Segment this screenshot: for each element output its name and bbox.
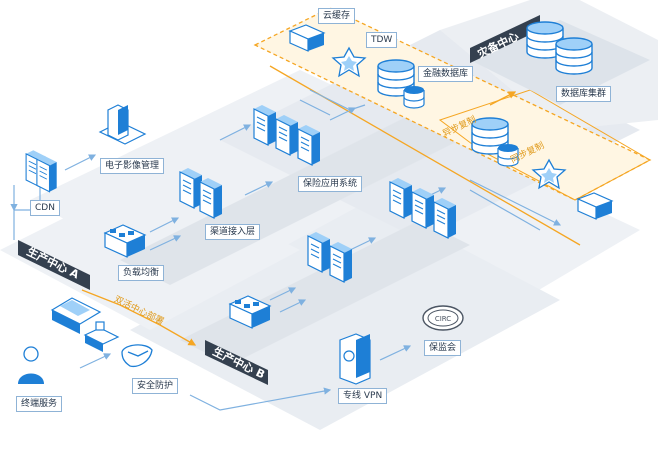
cdn-label: CDN xyxy=(30,200,60,216)
svg-text:CIRC: CIRC xyxy=(435,315,451,323)
network-band xyxy=(120,110,470,365)
circ-badge-icon: CIRC xyxy=(422,305,464,331)
insurance-app-label: 保险应用系统 xyxy=(298,176,363,192)
firewall-icon xyxy=(50,297,102,334)
channel-access-label: 渠道接入层 xyxy=(205,224,261,240)
security-label: 安全防护 xyxy=(132,378,179,394)
vpn-device-icon xyxy=(339,333,371,385)
db-cluster-label: 数据库集群 xyxy=(556,86,612,102)
tdw-label: TDW xyxy=(366,32,398,48)
cloud-cache-label: 云缓存 xyxy=(318,8,356,24)
building-icon xyxy=(98,104,147,145)
circ-label: 保监会 xyxy=(424,340,462,356)
lock-icon xyxy=(83,321,120,352)
cdn-server-icon xyxy=(25,149,58,193)
vpn-label: 专线 VPN xyxy=(338,388,388,404)
shield-icon xyxy=(121,344,153,368)
dual-active-link xyxy=(81,91,517,346)
terminal-label: 终端服务 xyxy=(16,396,63,412)
user-icon xyxy=(18,346,44,384)
load-balance-label: 负载均衡 xyxy=(118,265,165,281)
finance-db-label: 金融数据库 xyxy=(418,66,474,82)
doc-image-label: 电子影像管理 xyxy=(100,158,165,174)
